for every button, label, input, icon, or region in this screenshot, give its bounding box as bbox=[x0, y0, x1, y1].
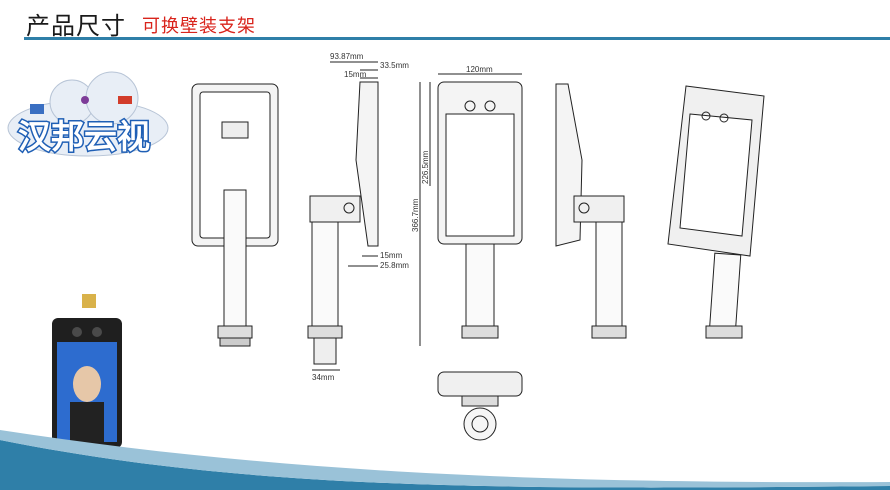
device-photo bbox=[52, 294, 122, 448]
title-divider bbox=[24, 37, 890, 40]
dim-total-height: 366.7mm bbox=[411, 198, 420, 232]
dim-pole-diameter: 34mm bbox=[312, 373, 335, 382]
dim-top-depth: 33.5mm bbox=[380, 61, 409, 70]
page-subtitle: 可换壁装支架 bbox=[142, 16, 256, 37]
camera-module-icon bbox=[82, 294, 96, 308]
top-view bbox=[437, 371, 523, 441]
page-title: 产品尺寸 bbox=[26, 12, 126, 40]
camera-icon bbox=[30, 104, 44, 114]
bottom-swoosh bbox=[0, 430, 890, 490]
dim-screen-height: 226.5mm bbox=[421, 150, 430, 184]
dim-front-width: 120mm bbox=[466, 65, 493, 74]
face-image bbox=[73, 366, 101, 402]
side-view bbox=[307, 61, 379, 371]
back-view bbox=[191, 83, 279, 347]
dim-side-thickness-top: 15mm bbox=[344, 70, 367, 79]
right-side-view bbox=[555, 83, 627, 339]
perspective-view bbox=[667, 85, 765, 339]
car-icon bbox=[118, 96, 132, 104]
node-icon bbox=[81, 96, 89, 104]
dim-bracket-depth: 25.8mm bbox=[380, 261, 409, 270]
dim-side-thickness-bottom: 15mm bbox=[380, 251, 403, 260]
logo-text: 汉邦云视 bbox=[18, 118, 150, 155]
dim-top-width: 93.87mm bbox=[330, 52, 364, 61]
brand-logo: 汉邦云视 bbox=[7, 71, 169, 157]
front-view bbox=[419, 73, 523, 346]
